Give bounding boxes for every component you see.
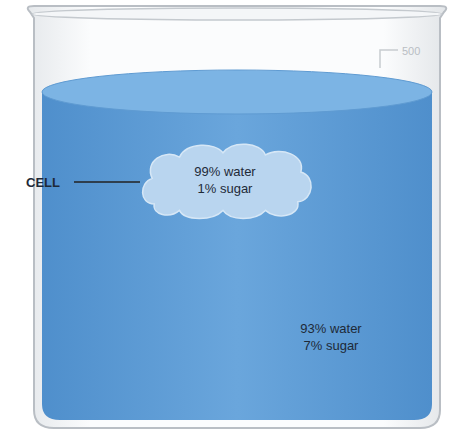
volume-mark: 500 xyxy=(402,43,420,60)
beaker-rim xyxy=(32,8,442,20)
cell-outline xyxy=(134,140,316,220)
solution-surface xyxy=(42,70,432,114)
cell-label: CELL xyxy=(26,174,60,191)
solution-contents: 93% water 7% sugar xyxy=(294,320,368,354)
solution xyxy=(42,92,432,420)
beaker-glass xyxy=(28,6,447,428)
cell-contents: 99% water 1% sugar xyxy=(188,163,262,197)
cell-cloud: 99% water 1% sugar xyxy=(134,140,316,220)
leader-line xyxy=(74,181,140,183)
graduation-mark xyxy=(380,50,398,68)
solution-region: 93% water 7% sugar 99% water 1% sugar xyxy=(42,92,432,420)
